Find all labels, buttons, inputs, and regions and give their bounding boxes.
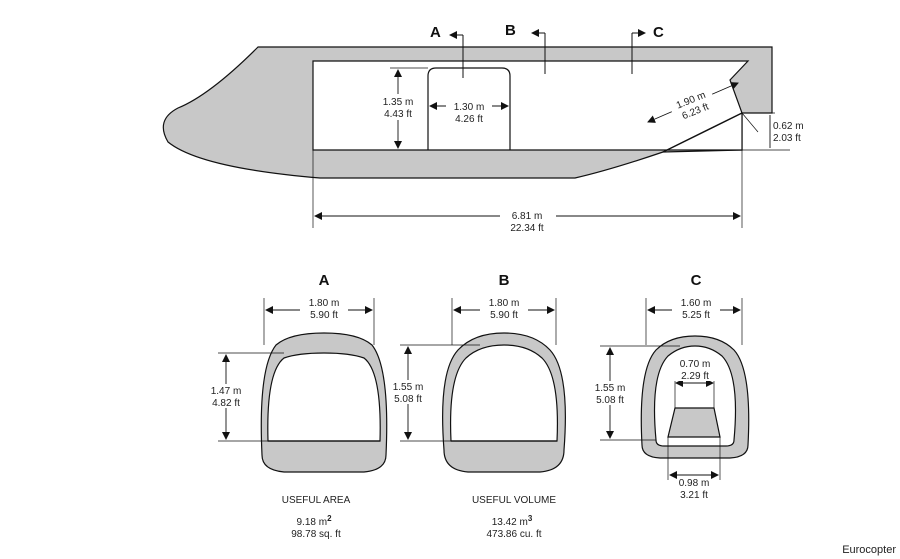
door-outline — [427, 67, 511, 150]
side-view: A B C 1.35 m 4.43 ft 1.30 m 4.26 ft — [162, 22, 804, 234]
svg-text:9.18 m2: 9.18 m2 — [296, 514, 332, 528]
svg-text:0.98 m: 0.98 m — [679, 478, 710, 489]
section-marker-b: B — [505, 22, 546, 74]
svg-text:6.81 m: 6.81 m — [512, 211, 543, 222]
total-length-dimension: 6.81 m 22.34 ft — [312, 150, 743, 234]
svg-text:1.47 m: 1.47 m — [211, 386, 242, 397]
useful-volume-caption: USEFUL VOLUME 13.42 m3 473.86 cu. ft — [472, 495, 556, 540]
ramp-length-dimension: 1.90 m 6.23 ft — [647, 82, 759, 133]
svg-text:1.55 m: 1.55 m — [393, 382, 424, 393]
svg-text:1.60 m: 1.60 m — [681, 298, 712, 309]
svg-text:USEFUL VOLUME: USEFUL VOLUME — [472, 495, 556, 506]
cabin-height-dimension: 1.35 m 4.43 ft — [376, 67, 428, 149]
svg-text:4.82 ft: 4.82 ft — [212, 398, 240, 409]
svg-text:5.08 ft: 5.08 ft — [394, 394, 422, 405]
svg-text:1.55 m: 1.55 m — [595, 383, 626, 394]
door-width-dimension: 1.30 m 4.26 ft — [429, 98, 509, 125]
svg-text:1.80 m: 1.80 m — [489, 298, 520, 309]
section-a: A 1.80 m 5.90 ft 1.47 m 4.82 ft — [206, 272, 388, 473]
svg-text:0.62 m: 0.62 m — [773, 121, 804, 132]
svg-text:13.42 m3: 13.42 m3 — [492, 514, 533, 528]
section-a-title: A — [319, 272, 330, 289]
svg-text:2.29 ft: 2.29 ft — [681, 371, 709, 382]
section-marker-a: A — [430, 24, 464, 78]
section-c-floor — [667, 407, 721, 438]
credit-label: Eurocopter — [842, 544, 896, 556]
step-height-dimension: 0.62 m 2.03 ft — [742, 112, 804, 148]
section-c: C 1.60 m 5.25 ft 0.70 m 2.29 ft 0.98 m 3… — [590, 272, 750, 501]
svg-text:1.30 m: 1.30 m — [454, 102, 485, 113]
svg-text:22.34 ft: 22.34 ft — [510, 223, 544, 234]
svg-text:5.90 ft: 5.90 ft — [490, 310, 518, 321]
svg-text:473.86 cu. ft: 473.86 cu. ft — [486, 529, 541, 540]
section-label-c: C — [653, 24, 664, 41]
useful-area-caption: USEFUL AREA 9.18 m2 98.78 sq. ft — [282, 495, 351, 540]
svg-text:5.90 ft: 5.90 ft — [310, 310, 338, 321]
svg-text:4.43 ft: 4.43 ft — [384, 109, 412, 120]
section-marker-c: C — [631, 24, 664, 74]
svg-text:0.70 m: 0.70 m — [680, 359, 711, 370]
section-label-a: A — [430, 24, 441, 41]
section-c-title: C — [691, 272, 702, 289]
svg-text:4.26 ft: 4.26 ft — [455, 114, 483, 125]
svg-text:USEFUL AREA: USEFUL AREA — [282, 495, 351, 506]
svg-text:1.80 m: 1.80 m — [309, 298, 340, 309]
svg-text:1.35 m: 1.35 m — [383, 97, 414, 108]
svg-text:3.21 ft: 3.21 ft — [680, 490, 708, 501]
section-b-inner — [450, 344, 558, 442]
svg-text:2.03 ft: 2.03 ft — [773, 133, 801, 144]
svg-text:5.08 ft: 5.08 ft — [596, 395, 624, 406]
svg-text:98.78 sq. ft: 98.78 sq. ft — [291, 529, 341, 540]
svg-text:5.25 ft: 5.25 ft — [682, 310, 710, 321]
section-b-title: B — [499, 272, 510, 289]
section-label-b: B — [505, 22, 516, 39]
section-b: B 1.80 m 5.90 ft 1.55 m 5.08 ft — [388, 272, 566, 473]
section-a-inner — [267, 352, 381, 442]
